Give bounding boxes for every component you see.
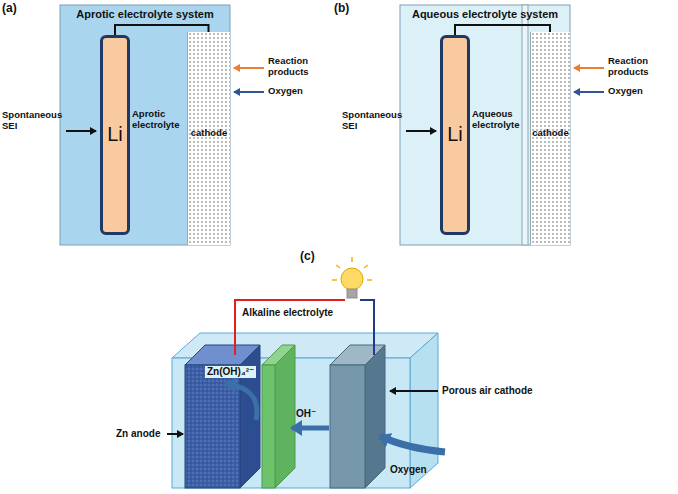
- annotation: Alkaline electrolyte: [242, 307, 333, 319]
- annotation: Reaction products: [268, 56, 332, 78]
- panel-letter: (c): [300, 250, 315, 264]
- sei-arrow: [66, 130, 96, 132]
- light-bulb: [332, 257, 372, 298]
- ion-label: OH⁻: [296, 408, 316, 420]
- panel-letter: (b): [334, 2, 349, 16]
- sei-arrow: [406, 130, 436, 132]
- cell-a: Aprotic electrolyte systemAprotic electr…: [60, 5, 230, 245]
- annotation: Oxygen: [268, 86, 303, 97]
- oxygen-arrow: [574, 91, 604, 93]
- cathode: cathode: [530, 32, 570, 245]
- zinc-air-cell: [167, 257, 445, 488]
- oxygen-arrow: [234, 91, 264, 93]
- cell-b: Aqueous electrolyte systemAqueous electr…: [400, 5, 570, 245]
- annotation: Reaction products: [608, 56, 672, 78]
- separator: [522, 5, 528, 245]
- node-text: cathode: [188, 128, 230, 139]
- products-arrow: [574, 67, 604, 69]
- annotation: Oxygen: [390, 464, 427, 476]
- lithium-anode: Li: [100, 35, 130, 235]
- node-text: cathode: [531, 128, 570, 139]
- heading-text: Aqueous electrolyte system: [400, 8, 570, 21]
- ion-label: Zn(OH)₄²⁻: [205, 366, 256, 378]
- cell-a-fill: [60, 5, 230, 245]
- heading-text: Aprotic electrolyte system: [60, 8, 230, 21]
- annotation: Porous air cathode: [442, 385, 533, 397]
- annotation: Oxygen: [608, 86, 643, 97]
- node-text: Aprotic electrolyte: [132, 109, 186, 131]
- node-text: Li: [103, 123, 127, 146]
- products-arrow: [234, 67, 264, 69]
- panel-letter: (a): [2, 2, 17, 16]
- lithium-anode: Li: [440, 35, 470, 235]
- cell-b-fill: [400, 5, 570, 245]
- annotation: Spontaneous SEI: [2, 110, 66, 132]
- annotation: Spontaneous SEI: [342, 110, 406, 132]
- node-text: Li: [443, 123, 467, 146]
- cathode: cathode: [187, 32, 230, 245]
- node-text: Aqueous electrolyte: [472, 109, 520, 131]
- annotation: Zn anode: [116, 428, 160, 440]
